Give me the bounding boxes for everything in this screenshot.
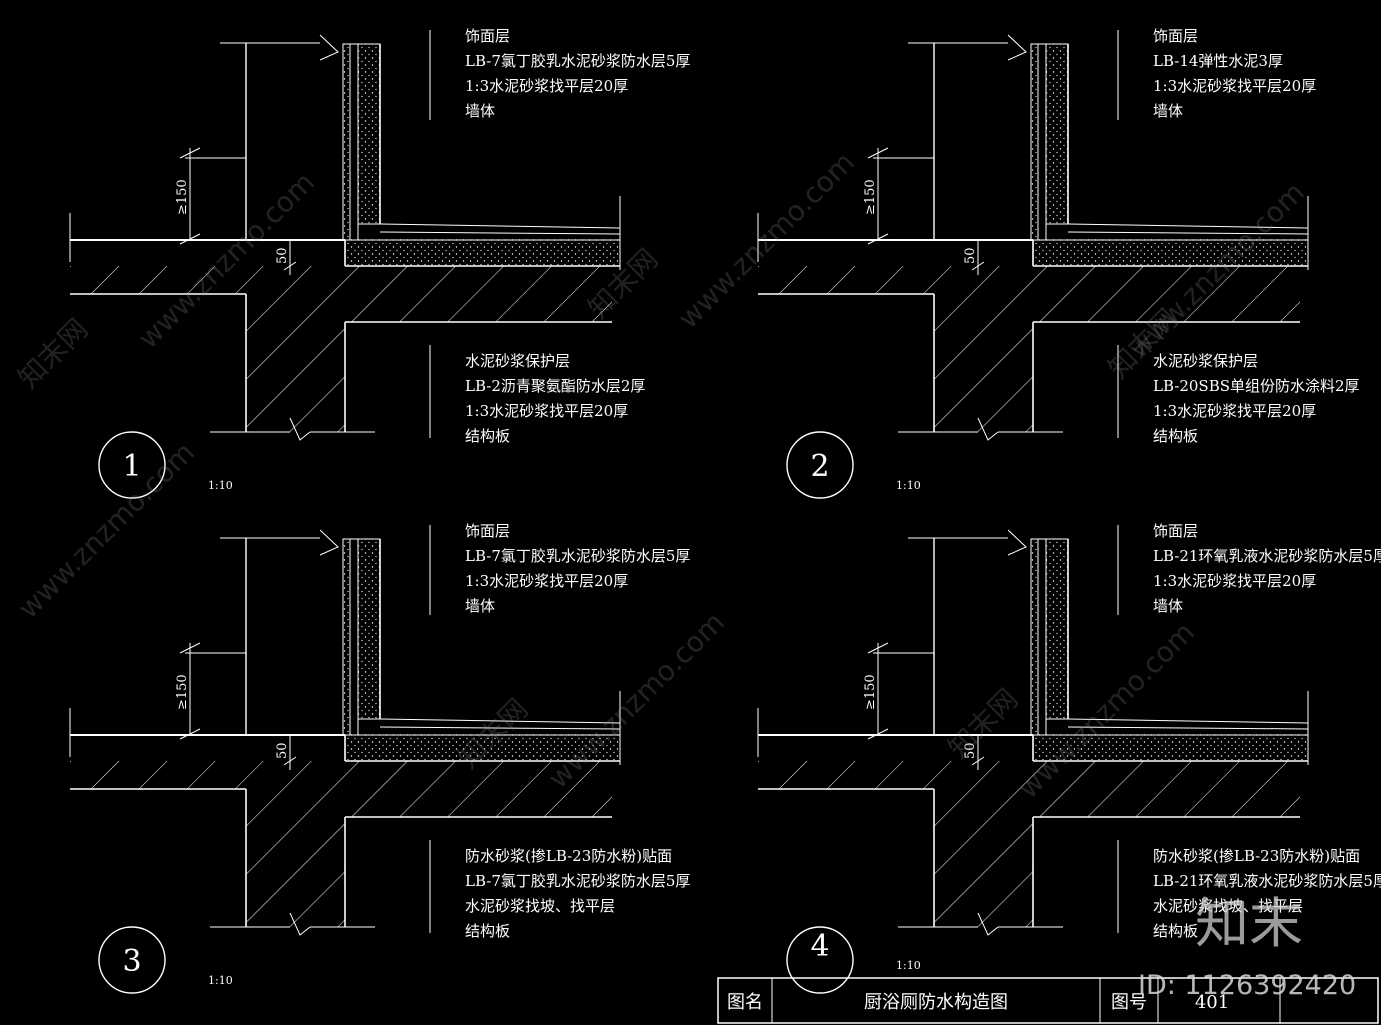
floor-layer-labels: 防水砂浆(掺LB-23防水粉)贴面 LB-21环氧乳液水泥砂浆防水层5厚 水泥砂… <box>1153 847 1381 940</box>
dim-height: ≥150 <box>863 179 878 215</box>
watermark-cn: 知末网 <box>12 312 95 395</box>
floor-layer-label: 结构板 <box>465 922 510 940</box>
watermark-text: www.znzmo.com <box>542 606 731 795</box>
floor-layer-label: 防水砂浆(掺LB-23防水粉)贴面 <box>465 847 672 865</box>
wall-layer-label: 墙体 <box>465 102 495 120</box>
wall-layer-label: 1:3水泥砂浆找平层20厚 <box>1153 77 1316 95</box>
floor-layer-label: LB-21环氧乳液水泥砂浆防水层5厚 <box>1153 872 1381 890</box>
floor-layer-label: LB-2沥青聚氨酯防水层2厚 <box>465 377 645 395</box>
wall-layer-labels: 饰面层 LB-21环氧乳液水泥砂浆防水层5厚 1:3水泥砂浆找平层20厚 墙体 <box>1153 522 1381 615</box>
detail-2: 2 1:10 ≥150 50 饰面层 LB-14弹性水泥3厚 1:3水泥砂浆找平… <box>757 27 1360 499</box>
detail-1: 1 1:10 ≥150 50 饰面层 LB-7氯丁胶乳水泥砂浆防水层5厚 1:3… <box>69 27 690 499</box>
floor-layer-label: 结构板 <box>465 427 510 445</box>
floor-layer-label: 水泥砂浆保护层 <box>1153 352 1258 370</box>
scale-label: 1:10 <box>208 479 233 492</box>
floor-layer-label: 1:3水泥砂浆找平层20厚 <box>465 402 628 420</box>
floor-layer-label: 结构板 <box>1153 427 1198 445</box>
wall-layer-label: LB-14弹性水泥3厚 <box>1153 52 1283 70</box>
wall-layer-labels: 饰面层 LB-7氯丁胶乳水泥砂浆防水层5厚 1:3水泥砂浆找平层20厚 墙体 <box>465 522 690 615</box>
floor-layer-labels: 防水砂浆(掺LB-23防水粉)贴面 LB-7氯丁胶乳水泥砂浆防水层5厚 水泥砂浆… <box>465 847 690 940</box>
scale-label: 1:10 <box>896 959 921 972</box>
wall-layer-label: 饰面层 <box>1153 522 1198 540</box>
floor-layer-label: LB-7氯丁胶乳水泥砂浆防水层5厚 <box>465 872 690 890</box>
floor-layer-label: 1:3水泥砂浆找平层20厚 <box>1153 402 1316 420</box>
wall-layer-label: LB-7氯丁胶乳水泥砂浆防水层5厚 <box>465 52 690 70</box>
wall-layer-label: 墙体 <box>465 597 495 615</box>
floor-layer-labels: 水泥砂浆保护层 LB-2沥青聚氨酯防水层2厚 1:3水泥砂浆找平层20厚 结构板 <box>465 352 645 445</box>
floor-layer-label: 水泥砂浆保护层 <box>465 352 570 370</box>
wall-layer-label: 饰面层 <box>1153 27 1198 45</box>
wall-layer-labels: 饰面层 LB-14弹性水泥3厚 1:3水泥砂浆找平层20厚 墙体 <box>1153 27 1316 120</box>
detail-3: 3 1:10 ≥150 50 饰面层 LB-7氯丁胶乳水泥砂浆防水层5厚 1:3… <box>69 522 690 994</box>
detail-number: 4 <box>810 929 829 964</box>
wall-layer-label: 饰面层 <box>465 522 510 540</box>
scale-label: 1:10 <box>208 974 233 987</box>
title-name-label: 图名 <box>727 992 763 1013</box>
dim-offset: 50 <box>963 247 978 264</box>
floor-layer-label: 防水砂浆(掺LB-23防水粉)贴面 <box>1153 847 1360 865</box>
detail-number: 2 <box>810 449 829 484</box>
drawing-number: 401 <box>1195 992 1229 1013</box>
dim-offset: 50 <box>275 742 290 759</box>
floor-layer-label: 结构板 <box>1153 922 1198 940</box>
floor-layer-label: LB-20SBS单组份防水涂料2厚 <box>1153 377 1360 395</box>
floor-layer-label: 水泥砂浆找坡、找平层 <box>465 897 615 915</box>
dim-height: ≥150 <box>175 179 190 215</box>
wall-layer-label: 墙体 <box>1153 597 1183 615</box>
wall-layer-label: 1:3水泥砂浆找平层20厚 <box>465 77 628 95</box>
watermark-id: ID: 1126392420 <box>1138 970 1356 1001</box>
dim-height: ≥150 <box>863 674 878 710</box>
watermark-logo: 知末 <box>1195 892 1303 955</box>
title-number-label: 图号 <box>1111 992 1147 1013</box>
watermark-cn: 知末网 <box>942 682 1025 765</box>
floor-layer-labels: 水泥砂浆保护层 LB-20SBS单组份防水涂料2厚 1:3水泥砂浆找平层20厚 … <box>1153 352 1360 445</box>
watermark-text: www.znzmo.com <box>12 436 201 625</box>
dim-height: ≥150 <box>175 674 190 710</box>
detail-4: 4 1:10 ≥150 50 饰面层 LB-21环氧乳液水泥砂浆防水层5厚 1:… <box>757 522 1381 994</box>
dim-offset: 50 <box>275 247 290 264</box>
wall-layer-label: 1:3水泥砂浆找平层20厚 <box>465 572 628 590</box>
wall-layer-labels: 饰面层 LB-7氯丁胶乳水泥砂浆防水层5厚 1:3水泥砂浆找平层20厚 墙体 <box>465 27 690 120</box>
detail-number: 1 <box>122 449 141 484</box>
wall-layer-label: 饰面层 <box>465 27 510 45</box>
detail-number: 3 <box>122 944 141 979</box>
scale-label: 1:10 <box>896 479 921 492</box>
title-block: 图名 厨浴厕防水构造图 图号 401 <box>717 977 1379 1024</box>
drawing-title: 厨浴厕防水构造图 <box>864 992 1008 1013</box>
dim-offset: 50 <box>963 742 978 759</box>
wall-layer-label: LB-7氯丁胶乳水泥砂浆防水层5厚 <box>465 547 690 565</box>
wall-layer-label: LB-21环氧乳液水泥砂浆防水层5厚 <box>1153 547 1381 565</box>
floor-layer-label: 水泥砂浆找坡、找平层 <box>1153 897 1303 915</box>
wall-layer-label: 墙体 <box>1153 102 1183 120</box>
wall-layer-label: 1:3水泥砂浆找平层20厚 <box>1153 572 1316 590</box>
